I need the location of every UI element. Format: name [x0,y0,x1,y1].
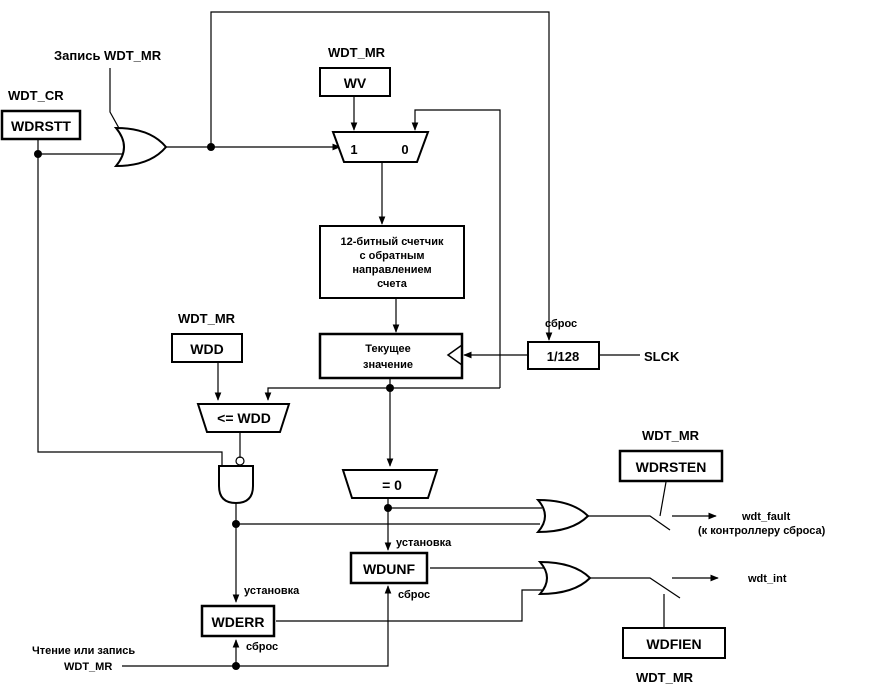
current-value-line-1: Текущее [365,343,410,355]
comparator-zero: = 0 [341,469,439,499]
wdfien-label: WDFIEN [646,636,701,652]
wdrstt-label: WDRSTT [11,118,71,134]
junction-dot [207,143,215,151]
wdfien-register: WDFIEN [622,627,726,659]
wderr-label: WDERR [212,614,265,630]
wdrsten-register: WDRSTEN [618,449,724,483]
junction-dot [232,662,240,670]
reset-wdunf-label: сброс [398,589,430,601]
junction-dot [386,384,394,392]
write-wdt-mr-label: Запись WDT_MR [54,48,162,63]
and-gate [218,456,254,505]
wires [37,11,719,667]
read-write-line-1: Чтение или запись [32,645,135,657]
counter-line-3: направлением [352,264,431,276]
wderr-register: WDERR [200,604,276,638]
or-gate-fault [535,498,590,534]
junction-dot [34,150,42,158]
wv-label: WV [344,75,367,91]
comparator-le-wdd: <= WDD [196,403,291,433]
wdt-mr-wdd-label: WDT_MR [178,311,236,326]
wdunf-register: WDUNF [349,551,429,585]
slck-label: SLCK [644,349,680,364]
counter-line-4: счета [377,278,408,290]
divider-label: 1/128 [547,349,580,364]
read-write-line-2: WDT_MR [64,661,112,673]
mux-input-1: 1 [350,142,357,157]
wdt-int-label: wdt_int [747,573,787,585]
annotations: Запись WDT_MR WDT_CR WDT_MR WDT_MR сброс… [8,45,826,685]
set-wderr-label: установка [244,585,300,597]
wdrsten-label: WDRSTEN [636,459,707,475]
wdt-fault-note: (к контроллеру сброса) [698,525,826,537]
or-gate-int [537,560,592,596]
wdunf-label: WDUNF [363,561,416,577]
mux-input-0: 0 [401,142,408,157]
divider-1-128: 1/128 [527,341,600,370]
current-value-line-2: значение [363,359,413,371]
current-value: Текущее значение [318,332,464,380]
down-counter: 12-битный счетчик с обратным направление… [319,225,465,299]
junction-dot [232,520,240,528]
wdd-label: WDD [190,341,223,357]
wdt-mr-top-label: WDT_MR [328,45,386,60]
comparator-le-wdd-label: <= WDD [217,410,271,426]
wdt-cr-label: WDT_CR [8,88,64,103]
wdd-register: WDD [171,333,243,363]
counter-line-2: с обратным [359,250,424,262]
set-wdunf-label: установка [396,537,452,549]
wdrstt-register: WDRSTT [0,109,82,141]
wdt-fault-label: wdt_fault [741,511,791,523]
wdt-mr-bottom-label: WDT_MR [636,670,694,685]
wv-register: WV [319,67,391,97]
or-gate-write [113,126,168,168]
reset-wderr-label: сброс [246,641,278,653]
comparator-zero-label: = 0 [382,477,402,493]
junction-dot [384,504,392,512]
junction-dots [34,143,394,670]
counter-line-1: 12-битный счетчик [341,236,444,248]
reset-divider-label: сброс [545,318,577,330]
wdt-mr-rsten-label: WDT_MR [642,428,700,443]
mux: 1 0 [331,131,430,163]
